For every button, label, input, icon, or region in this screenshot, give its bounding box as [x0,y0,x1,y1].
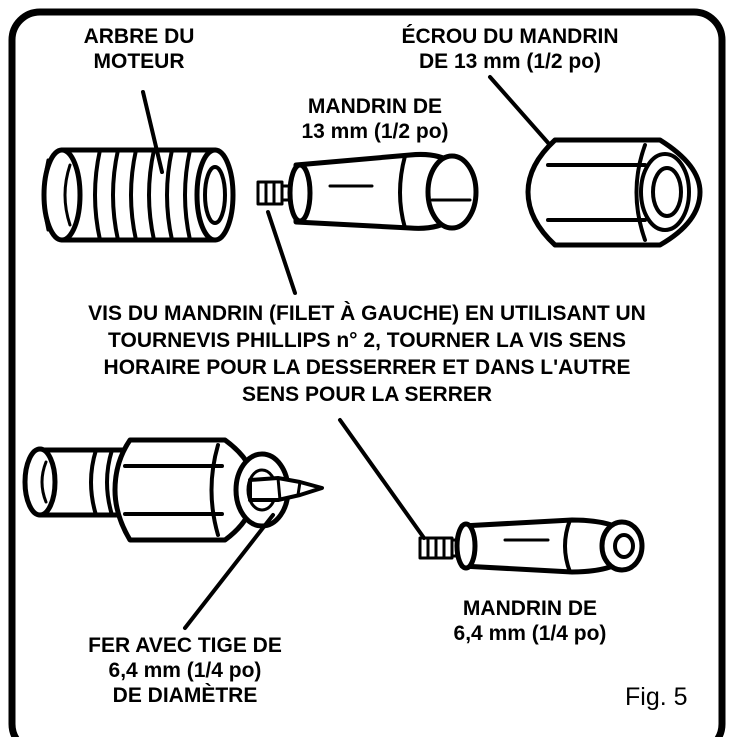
label-chuck-13mm: MANDRIN DE 13 mm (1/2 po) [301,95,449,143]
chuck-13mm-illustration [256,151,479,231]
motor-shaft-illustration [41,147,236,243]
label-chuck-nut: ÉCROU DU MANDRIN DE 13 mm (1/2 po) [401,25,619,73]
shaft-with-bit-illustration [22,437,324,543]
chuck-6-4mm-illustration [418,517,645,575]
leader-lines [141,75,552,630]
label-bit: FER AVEC TIGE DE 6,4 mm (1/4 po) DE DIAM… [88,634,282,707]
chuck-nut-illustration [525,137,703,248]
label-chuck-6-4mm: MANDRIN DE 6,4 mm (1/4 po) [453,597,607,645]
label-chuck-screw: VIS DU MANDRIN (FILET À GAUCHE) EN UTILI… [88,302,646,406]
label-motor-shaft: ARBRE DU MOTEUR [83,25,195,73]
figure-number: Fig. 5 [625,683,688,711]
